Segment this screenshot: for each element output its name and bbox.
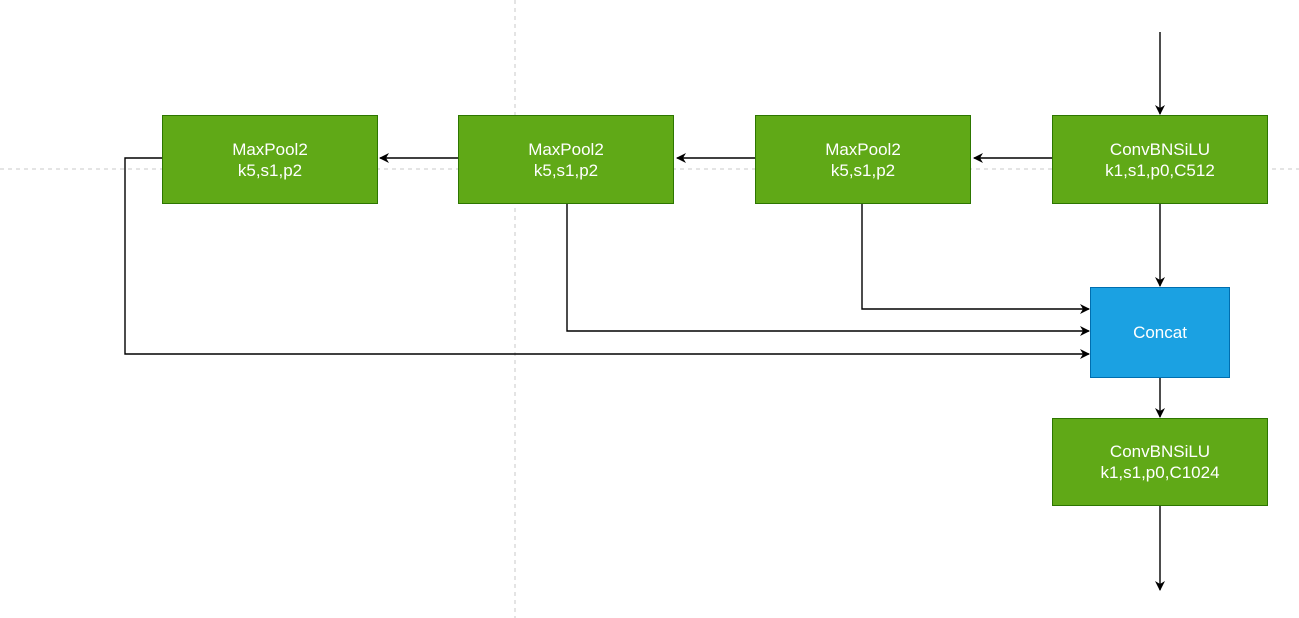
concat-node[interactable]: Concat	[1090, 287, 1230, 378]
maxpool-b-title: MaxPool2	[528, 139, 604, 159]
arrow-maxpool-a-to-concat	[124, 157, 1090, 359]
conv-bn-silu-output-node[interactable]: ConvBNSiLU k1,s1,p0,C1024	[1052, 418, 1268, 506]
conv-output-params: k1,s1,p0,C1024	[1100, 463, 1220, 482]
maxpool-c-title: MaxPool2	[825, 139, 901, 159]
maxpool-a-title: MaxPool2	[232, 139, 308, 159]
maxpool-b-params: k5,s1,p2	[533, 160, 599, 180]
arrow-maxpool-b-to-concat	[566, 203, 1090, 336]
maxpool-node-c[interactable]: MaxPool2 k5,s1,p2	[755, 115, 971, 204]
conv-input-title: ConvBNSiLU	[1109, 139, 1211, 159]
maxpool-node-b[interactable]: MaxPool2 k5,s1,p2	[458, 115, 674, 204]
conv-output-title: ConvBNSiLU	[1109, 442, 1211, 461]
maxpool-c-params: k5,s1,p2	[830, 160, 896, 180]
maxpool-a-params: k5,s1,p2	[237, 160, 303, 180]
concat-title: Concat	[1133, 323, 1187, 342]
arrow-maxpool-c-to-concat	[861, 203, 1090, 314]
conv-bn-silu-input-node[interactable]: ConvBNSiLU k1,s1,p0,C512	[1052, 115, 1268, 204]
conv-input-params: k1,s1,p0,C512	[1105, 160, 1215, 180]
maxpool-node-a[interactable]: MaxPool2 k5,s1,p2	[162, 115, 378, 204]
